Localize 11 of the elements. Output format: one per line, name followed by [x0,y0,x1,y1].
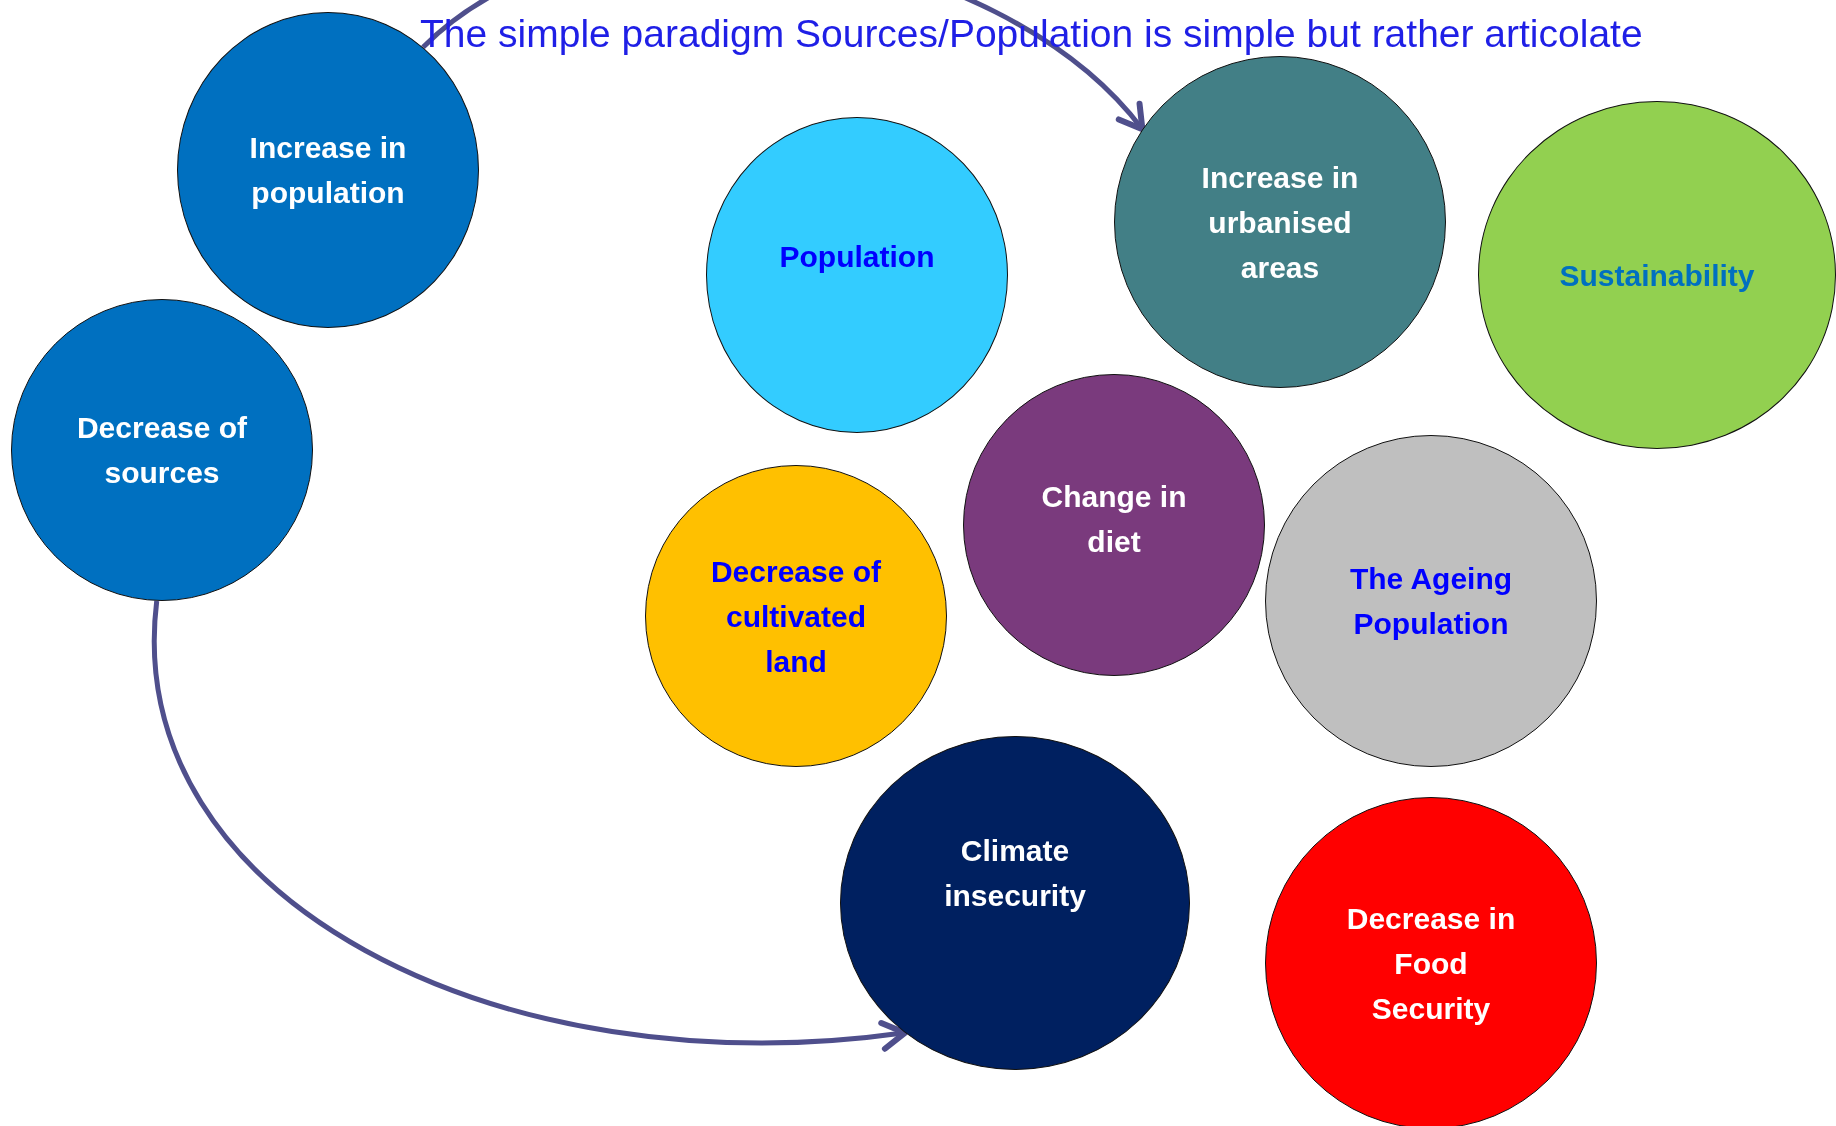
node-label: Decrease of cultivated land [709,553,883,680]
node-label: Climate insecurity [943,833,1087,914]
node-label: Population [779,238,935,275]
node-label: Sustainability [1559,257,1755,294]
node-label: Decrease in Food Security [1345,900,1517,1027]
curved-arrow [153,600,908,1051]
node-label: Change in diet [1040,479,1188,560]
node-label: Increase in urbanised areas [1200,159,1360,286]
node-label: Increase in population [248,130,408,211]
node-label: The Ageing Population [1348,561,1514,642]
node-label: Decrease of sources [75,410,249,491]
